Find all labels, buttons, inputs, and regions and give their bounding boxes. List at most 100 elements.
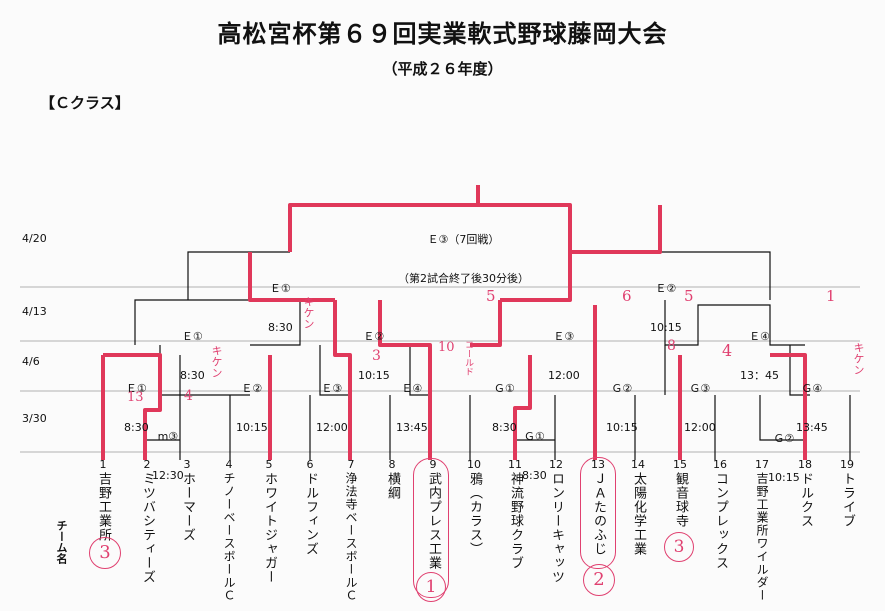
round-date-round-of-16: 4/6 <box>22 355 40 368</box>
team-name: 鴉（カラス） <box>467 472 482 556</box>
match-time: 10:15 <box>768 471 800 484</box>
team-number: 8 <box>388 458 396 471</box>
match-time: 13:45 <box>796 421 828 434</box>
team-name: 観音球寺 <box>673 472 688 528</box>
match-code: Ｅ③ <box>321 382 343 395</box>
team-number: 15 <box>673 458 687 471</box>
handwritten-note: キケン <box>852 342 865 375</box>
team-number: 14 <box>631 458 645 471</box>
handwritten-rank: 3 <box>664 532 694 562</box>
handwritten-score: 4 <box>184 388 193 404</box>
round-date-semifinal: 4/13 <box>22 305 47 318</box>
match-pre3: Ｇ② 10:15 <box>768 406 800 497</box>
handwritten-score: 5 <box>684 287 694 305</box>
team-number: 3 <box>183 458 191 471</box>
match-time: 12:00 <box>316 421 348 434</box>
handwritten-score: 8 <box>667 338 676 354</box>
team-number: 12 <box>549 458 563 471</box>
match-code: Ｅ② <box>655 282 677 295</box>
match-code: Ｅ① <box>269 282 291 295</box>
match-r16f: Ｇ② 10:15 <box>606 356 638 447</box>
team-name: 吉野工業所 <box>96 472 111 542</box>
team-name: 神流野球クラブ <box>508 472 523 570</box>
team-name: コンプレックス <box>713 472 728 570</box>
match-time: 10:15 <box>236 421 268 434</box>
match-r16g: Ｇ③ 12:00 <box>684 356 716 447</box>
match-code: Ｅ① <box>181 330 203 343</box>
match-code: Ｇ① <box>493 382 515 395</box>
match-time: 10:15 <box>650 321 682 334</box>
match-semi-left: Ｅ① 8:30 <box>268 256 293 347</box>
match-final: Ｅ③（7回戦） （第2試合終了後30分後） <box>398 207 529 298</box>
match-code: Ｅ④ <box>401 382 423 395</box>
match-code: Ｇ④ <box>801 382 823 395</box>
match-time: 12:00 <box>684 421 716 434</box>
team-number: 2 <box>143 458 151 471</box>
match-qf1: Ｅ① 8:30 <box>180 304 205 395</box>
match-code: Ｅ② <box>241 382 263 395</box>
match-qf2: Ｅ② 10:15 <box>358 304 390 395</box>
team-number: 1 <box>99 458 107 471</box>
team-number: 19 <box>840 458 854 471</box>
team-number: 11 <box>508 458 522 471</box>
match-semi-right: Ｅ② 10:15 <box>650 256 682 347</box>
team-name: ドルクス <box>798 472 813 528</box>
match-time: 12:30 <box>152 469 184 482</box>
handwritten-note: コールド <box>463 340 473 376</box>
match-r16h: Ｇ④ 13:45 <box>796 356 828 447</box>
match-time: 8:30 <box>492 421 517 434</box>
class-label: 【Ｃクラス】 <box>40 94 130 112</box>
handwritten-note: キケン <box>210 345 223 378</box>
round-date-preliminary: 3/30 <box>22 412 47 425</box>
team-name: 武内プレス工業 <box>426 472 441 570</box>
team-name: チノーベースボールＣ <box>222 472 236 602</box>
handwritten-note: キケン <box>302 296 315 329</box>
match-time: 10:15 <box>358 369 390 382</box>
team-number: 4 <box>225 458 233 471</box>
handwritten-score: 1 <box>826 287 836 305</box>
team-number: 5 <box>265 458 273 471</box>
match-time: 8:30 <box>124 421 149 434</box>
match-time: 13:45 <box>396 421 428 434</box>
round-date-final: 4/20 <box>22 232 47 245</box>
bracket-winner-path <box>101 185 807 460</box>
team-name: ドルフィンズ <box>303 472 318 556</box>
match-code: Ｅ① <box>125 382 147 395</box>
match-code: Ｅ③ <box>553 330 575 343</box>
team-number: 10 <box>467 458 481 471</box>
team-number: 6 <box>306 458 314 471</box>
team-name: 太陽化学工業 <box>631 472 646 556</box>
match-code: Ｅ② <box>363 330 385 343</box>
team-number: 16 <box>713 458 727 471</box>
page-title: 高松宮杯第６９回実業軟式野球藤岡大会 <box>217 20 668 48</box>
match-pre1: m③ 12:30 <box>152 404 184 495</box>
handwritten-rank: 3 <box>89 537 121 569</box>
page-subtitle: （平成２６年度） <box>382 60 503 78</box>
match-code: m③ <box>157 430 179 443</box>
match-r16d: Ｅ④ 13:45 <box>396 356 428 447</box>
handwritten-rank: 2 <box>583 564 615 596</box>
match-code: Ｇ① <box>523 430 545 443</box>
match-qf4: Ｅ④ 13：45 <box>740 304 779 395</box>
row-guide-lines <box>20 286 860 453</box>
match-time: 8:30 <box>522 469 547 482</box>
match-code: Ｅ④ <box>749 330 770 343</box>
team-name: トライブ <box>840 472 855 528</box>
match-time: 8:30 <box>268 321 293 334</box>
handwritten-score: 3 <box>372 348 381 364</box>
match-r16c: Ｅ③ 12:00 <box>316 356 348 447</box>
match-code: Ｇ③ <box>689 382 711 395</box>
match-code: Ｇ② <box>773 432 795 445</box>
match-r16b: Ｅ② 10:15 <box>236 356 268 447</box>
match-time: 8:30 <box>180 369 205 382</box>
team-name: ロンリーキャッツ <box>549 472 564 584</box>
team-name: ホーマーズ <box>180 472 195 542</box>
match-r16a: Ｅ① 8:30 <box>124 356 149 447</box>
match-code: Ｇ② <box>611 382 633 395</box>
handwritten-score: 10 <box>438 340 455 355</box>
match-pre2: Ｇ① 8:30 <box>522 404 547 495</box>
team-name: 吉野工業所ワイルダー <box>755 472 769 602</box>
handwritten-score: 6 <box>622 287 632 305</box>
handwritten-score: 13 <box>127 390 144 405</box>
